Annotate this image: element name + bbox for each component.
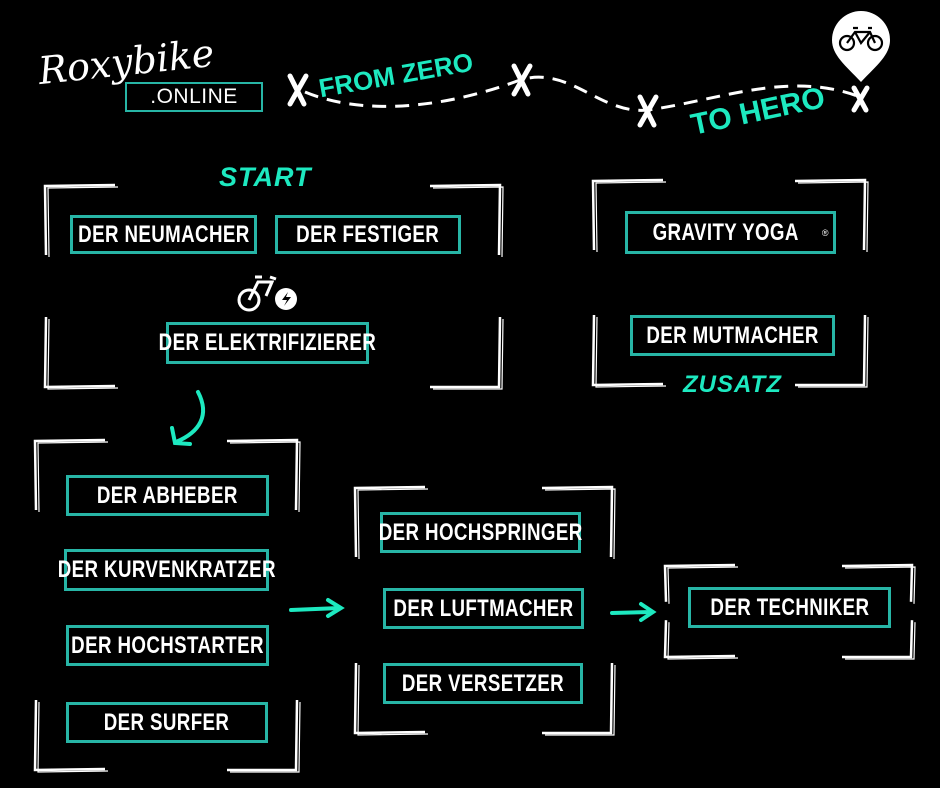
course-label: DER TECHNIKER	[710, 593, 869, 621]
frame-bracket	[47, 186, 504, 390]
course-hochspringer[interactable]: DER HOCHSPRINGER	[378, 512, 583, 553]
course-abheber[interactable]: DER ABHEBER	[66, 475, 269, 516]
course-label: DER HOCHSPRINGER	[378, 518, 583, 546]
frame-bracket	[37, 441, 301, 773]
course-neumacher[interactable]: DER NEUMACHER	[70, 215, 257, 254]
frame-bracket	[667, 566, 916, 660]
arrow-right-icon	[289, 598, 345, 618]
course-label: DER SURFER	[104, 708, 230, 736]
course-label: DER NEUMACHER	[77, 220, 250, 248]
course-label: DER ABHEBER	[97, 481, 238, 509]
x-mark-icon	[287, 73, 309, 107]
frame-bracket	[595, 181, 869, 388]
course-label: GRAVITY YOGA	[653, 218, 800, 246]
course-label: DER VERSETZER	[401, 669, 565, 697]
bicycle-pin-icon	[832, 11, 890, 82]
frame-bracket	[663, 563, 914, 659]
course-label: DER LUFTMACHER	[393, 594, 574, 622]
curved-arrow-icon	[170, 390, 205, 446]
zusatz-label: ZUSATZ	[683, 371, 782, 398]
course-label: DER ELEKTRIFIZIERER	[158, 329, 377, 356]
arrow-right-icon	[610, 602, 657, 622]
x-mark-icon	[511, 63, 533, 97]
course-kurvenkratzer[interactable]: DER KURVENKRATZER	[57, 549, 275, 591]
frame-bracket	[33, 438, 299, 772]
course-surfer[interactable]: DER SURFER	[66, 702, 268, 743]
course-techniker[interactable]: DER TECHNIKER	[688, 587, 891, 628]
course-label: DER KURVENKRATZER	[57, 556, 276, 583]
course-versetzer[interactable]: DER VERSETZER	[383, 663, 583, 704]
course-mutmacher[interactable]: DER MUTMACHER	[630, 315, 835, 356]
frame-bracket	[353, 485, 614, 735]
course-luftmacher[interactable]: DER LUFTMACHER	[383, 588, 584, 629]
course-label: DER MUTMACHER	[646, 321, 819, 349]
course-festiger[interactable]: DER FESTIGER	[275, 215, 461, 254]
x-mark-icon	[851, 85, 870, 113]
x-mark-icon	[637, 94, 659, 128]
registered-mark: ®	[821, 227, 829, 238]
frame-bracket	[591, 178, 867, 387]
course-hochstarter[interactable]: DER HOCHSTARTER	[66, 625, 269, 666]
course-label: DER HOCHSTARTER	[71, 631, 264, 659]
start-label: START	[219, 162, 312, 192]
frame-bracket	[43, 183, 502, 389]
course-label: DER FESTIGER	[296, 220, 440, 248]
frame-bracket	[357, 488, 616, 736]
logo-online: .ONLINE	[125, 82, 263, 112]
dashed-route	[304, 75, 861, 112]
course-elektrifizierer[interactable]: DER ELEKTRIFIZIERER	[159, 322, 376, 364]
course-gravity-yoga[interactable]: GRAVITY YOGA ®	[625, 211, 836, 254]
